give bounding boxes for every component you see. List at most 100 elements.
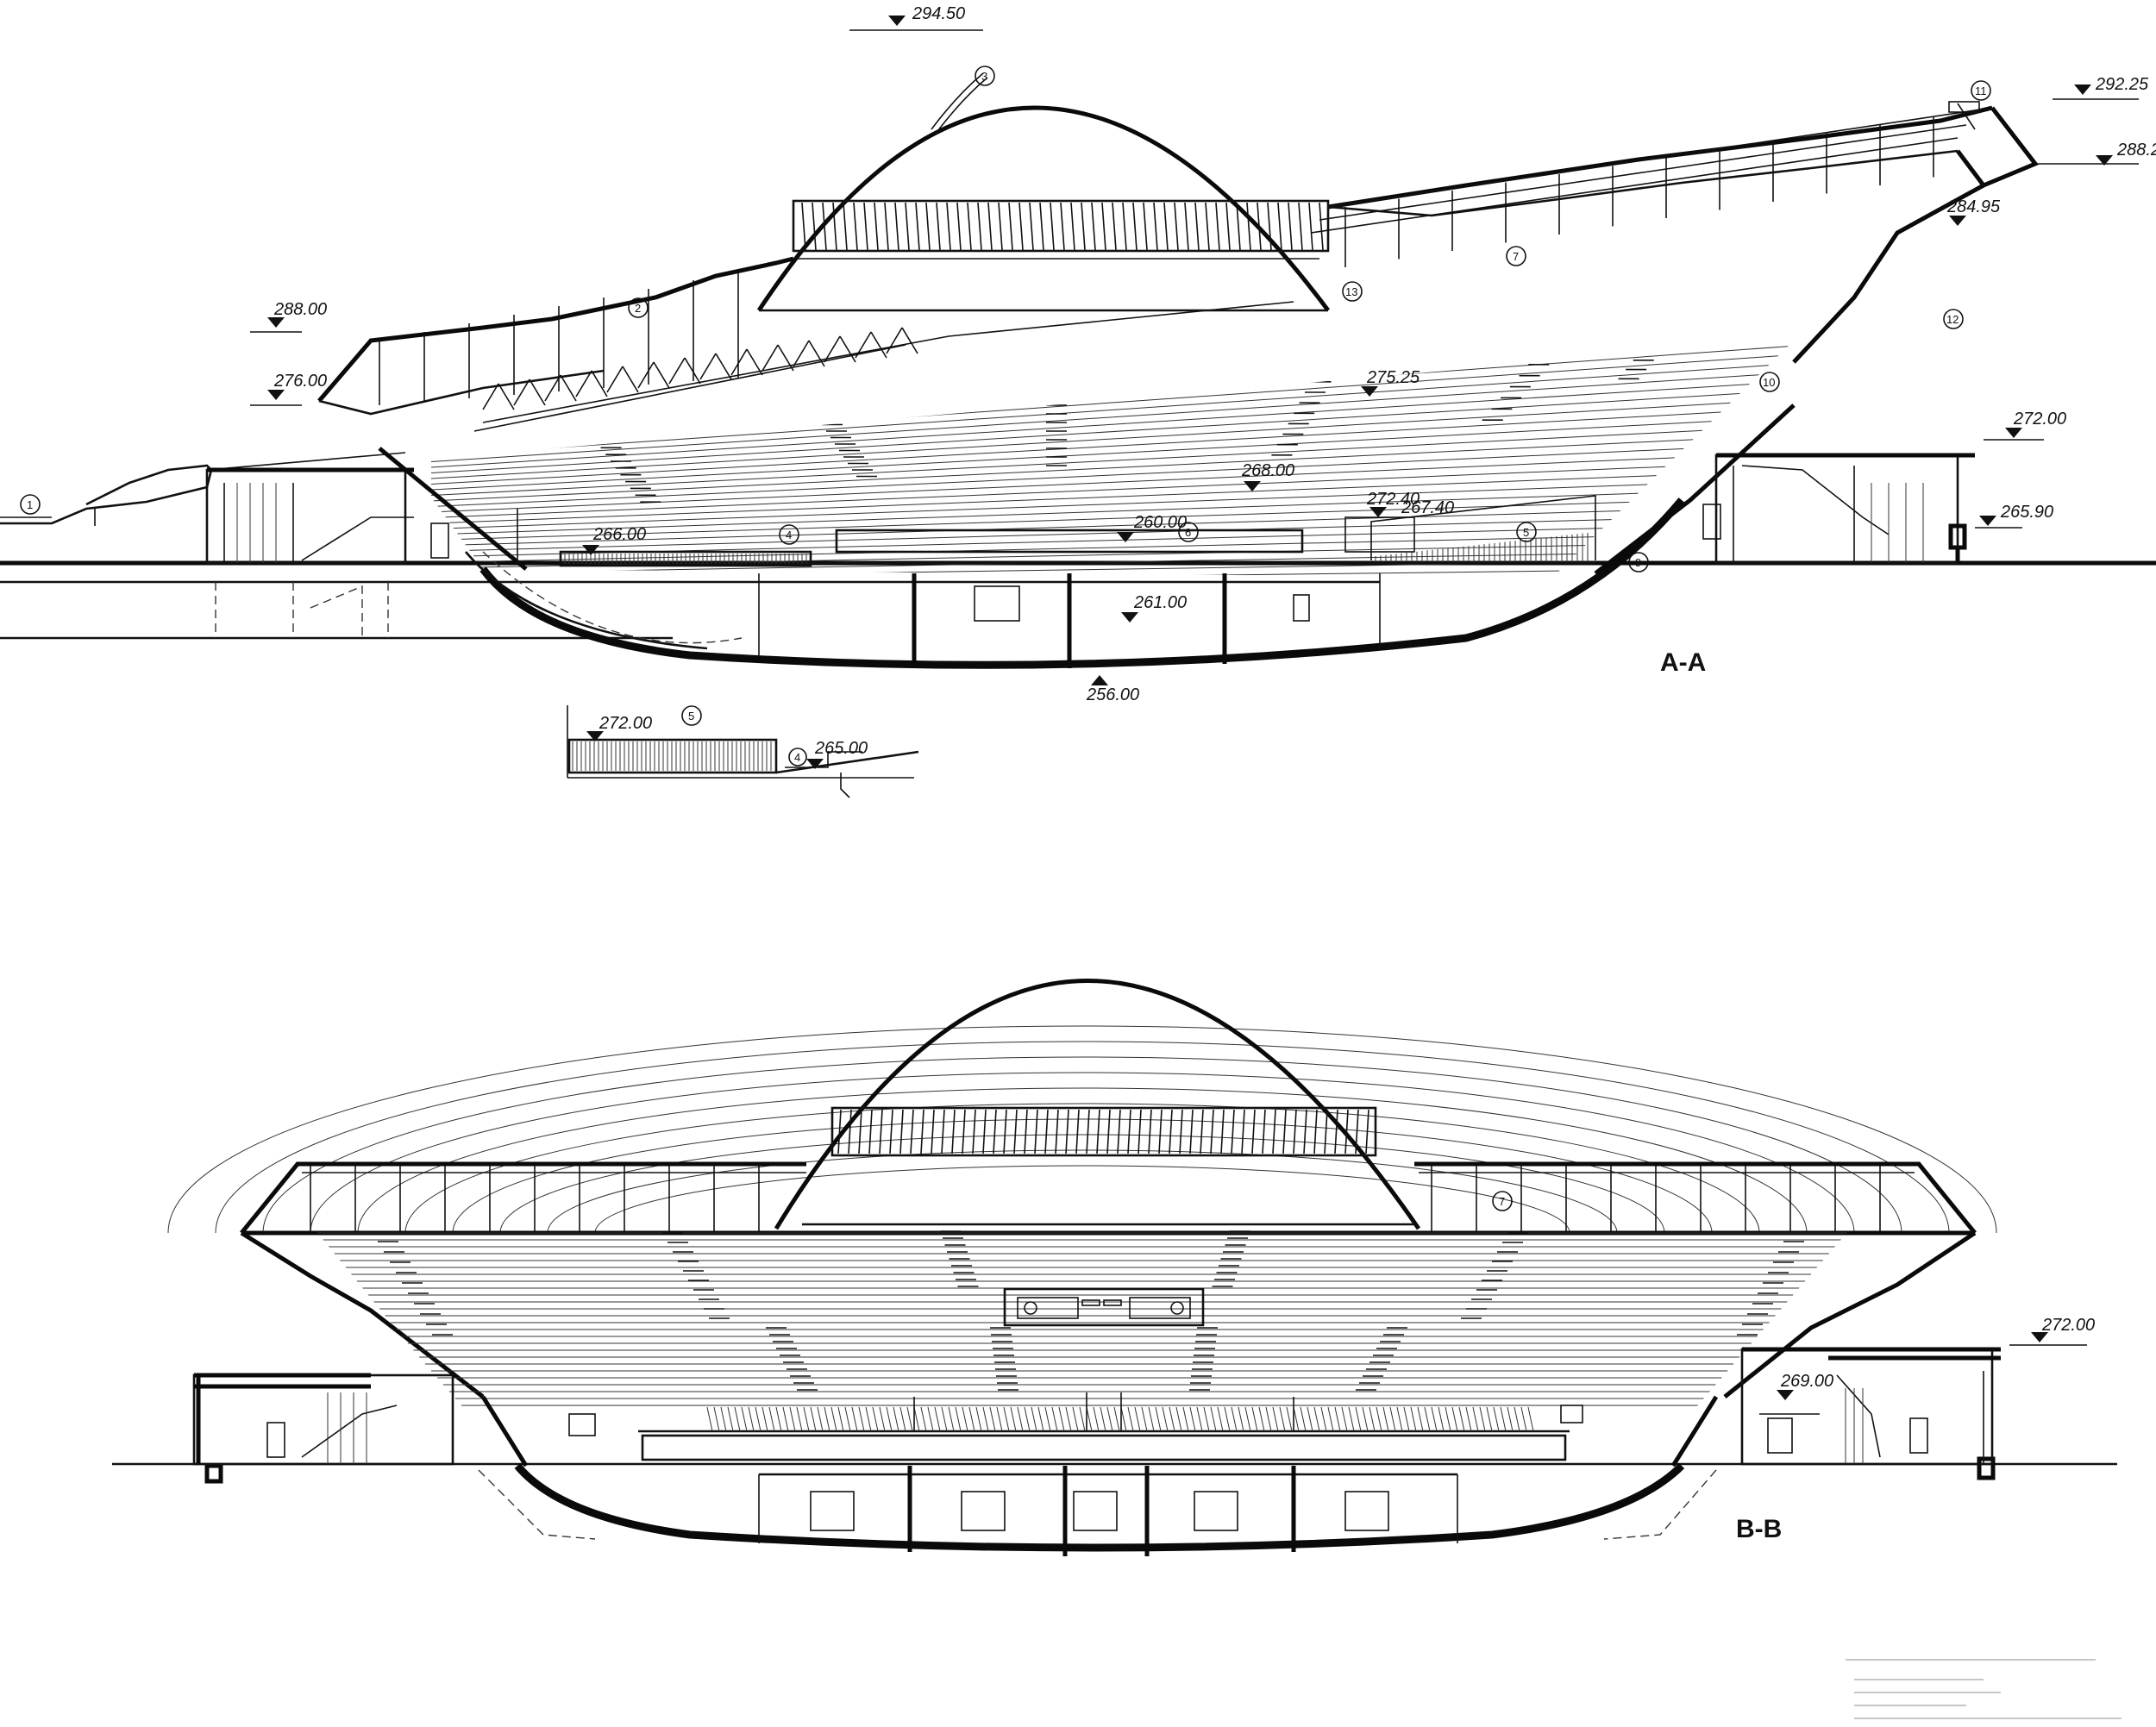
left-annex xyxy=(205,467,449,638)
drawing-line xyxy=(1010,1406,1017,1432)
callout-marker: 5 xyxy=(681,705,702,726)
drawing-line xyxy=(936,202,941,251)
drawing-line xyxy=(1520,1406,1527,1432)
section-title-b-b: B-B xyxy=(1736,1515,1782,1543)
bowl-structure xyxy=(478,1392,1719,1556)
drawing-line xyxy=(755,1406,761,1432)
drawing-line xyxy=(761,344,779,372)
scoreboard xyxy=(1003,1287,1205,1327)
drawing-line xyxy=(967,202,972,251)
drawing-line xyxy=(998,202,1003,251)
drawing-line xyxy=(1134,1406,1141,1432)
drawing-line xyxy=(996,1406,1003,1432)
drawing-line xyxy=(1065,1109,1069,1154)
drawing-line xyxy=(430,434,1794,502)
drawing-line xyxy=(793,340,810,367)
drawing-line xyxy=(1465,1406,1472,1432)
drawing-line xyxy=(1365,1109,1369,1154)
drawing-line xyxy=(1225,202,1231,251)
elevation-label: 265.00 xyxy=(814,739,868,758)
drawing-line xyxy=(1300,1406,1307,1432)
drawing-line xyxy=(1008,202,1013,251)
drawing-line xyxy=(982,1109,987,1154)
drawing-line xyxy=(1148,1109,1152,1154)
svg-text:5: 5 xyxy=(688,710,694,723)
drawing-line xyxy=(941,1406,948,1432)
drawing-line xyxy=(962,1406,968,1432)
drawing-line xyxy=(1267,202,1272,251)
drawing-line xyxy=(868,1109,873,1154)
drawing-line xyxy=(1298,202,1303,251)
drawing-line xyxy=(1081,202,1086,251)
roof-contour xyxy=(452,1118,1713,1234)
drawing-line xyxy=(975,1406,982,1432)
drawing-line xyxy=(1106,1406,1113,1432)
svg-text:7: 7 xyxy=(1513,250,1519,263)
drawing-line xyxy=(1175,1406,1182,1432)
elevation-marker: 294.50 xyxy=(849,4,983,31)
drawing-line xyxy=(1355,1406,1362,1432)
callout-marker: 4 xyxy=(779,524,799,545)
section-a-a: 294.50 292.25 288.25 288.00 284.95 xyxy=(0,4,2156,704)
drawing-line xyxy=(1117,1109,1121,1154)
detail-section: 272.00 265.00 5 4 xyxy=(567,705,919,798)
drawing-line xyxy=(430,372,1794,462)
drawing-line xyxy=(1158,1109,1163,1154)
drawing-line xyxy=(1044,1109,1049,1154)
drawing-line xyxy=(637,361,655,389)
drawing-line xyxy=(1163,202,1169,251)
callout-marker: 12 xyxy=(1943,309,1964,329)
drawing-line xyxy=(1251,1406,1258,1432)
elevation-label: 284.95 xyxy=(1946,197,2001,216)
drawing-line xyxy=(777,344,794,372)
drawing-line xyxy=(430,407,1794,485)
roof-contour xyxy=(357,1087,1808,1234)
drawing-line xyxy=(1174,202,1179,251)
drawing-line xyxy=(430,425,1794,496)
drawing-line xyxy=(1231,1406,1238,1432)
drawing-line xyxy=(915,202,920,251)
drawing-line xyxy=(430,443,1794,507)
drawing-line xyxy=(1334,1109,1338,1154)
drawing-line xyxy=(1017,1406,1024,1432)
drawing-line xyxy=(1246,202,1251,251)
drawing-line xyxy=(844,1406,851,1432)
drawing-line xyxy=(1031,1406,1037,1432)
roof-contour xyxy=(215,1041,1950,1234)
elevation-marker: 269.00 xyxy=(1777,1372,1833,1400)
drawing-line xyxy=(1324,1109,1328,1154)
drawing-line xyxy=(889,1109,893,1154)
drawing-line xyxy=(482,383,499,410)
drawing-line xyxy=(837,1406,844,1432)
drawing-line xyxy=(560,374,577,402)
drawing-line xyxy=(1106,1109,1111,1154)
drawing-line xyxy=(1355,1109,1359,1154)
elevation-marker: 272.00 xyxy=(1984,410,2066,441)
drawing-line xyxy=(1138,1109,1142,1154)
drawing-line xyxy=(1220,1109,1225,1154)
elevation-marker: 265.90 xyxy=(1975,503,2053,529)
drawing-line xyxy=(1184,202,1189,251)
drawing-line xyxy=(1493,1406,1500,1432)
drawing-line xyxy=(1153,202,1158,251)
drawing-line xyxy=(761,1406,768,1432)
elevation-marker: 288.00 xyxy=(250,300,327,333)
elevation-marker: 266.00 xyxy=(582,525,646,555)
drawing-line xyxy=(1369,1406,1376,1432)
drawing-line xyxy=(941,1109,945,1154)
drawing-line xyxy=(1277,202,1282,251)
svg-text:2: 2 xyxy=(635,302,641,315)
drawing-line xyxy=(1279,1406,1286,1432)
drawing-line xyxy=(1514,1406,1520,1432)
roof-contour xyxy=(499,1134,1665,1234)
drawing-line xyxy=(1169,1109,1173,1154)
callout-marker: 11 xyxy=(1971,80,1991,101)
drawing-line xyxy=(430,380,1794,468)
drawing-line xyxy=(1341,1406,1348,1432)
svg-text:7: 7 xyxy=(1499,1195,1505,1208)
drawing-line xyxy=(830,1406,837,1432)
drawing-line xyxy=(899,1109,904,1154)
drawing-line xyxy=(1091,202,1096,251)
drawing-line xyxy=(1288,202,1293,251)
drawing-line xyxy=(1029,202,1034,251)
